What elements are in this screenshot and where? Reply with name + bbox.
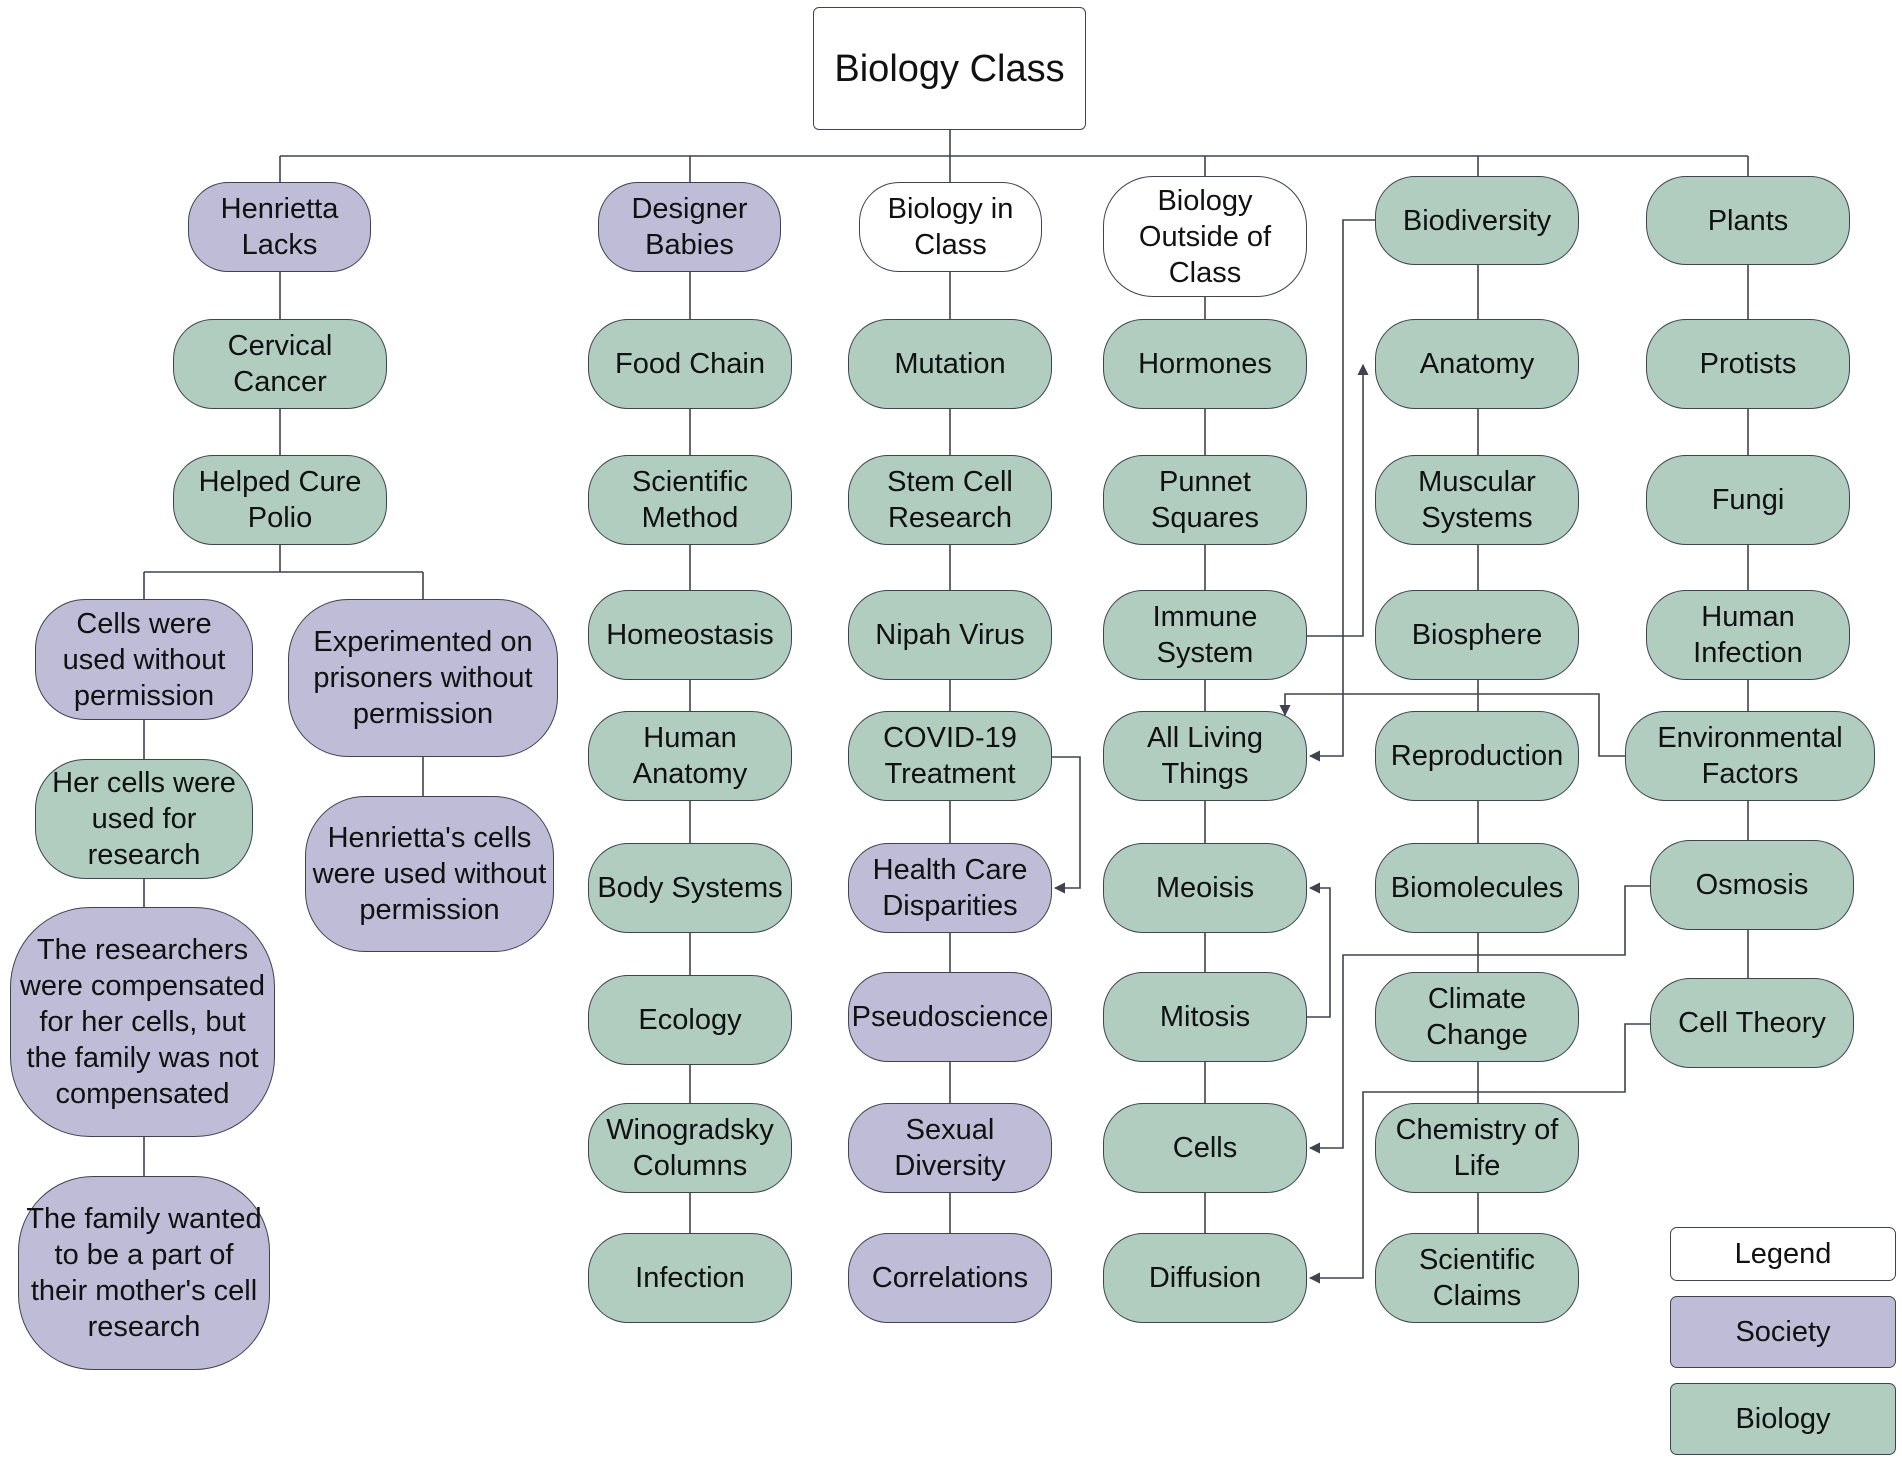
legend-biology: Biology: [1670, 1383, 1896, 1455]
node-scientific-method: Scientific Method: [588, 455, 792, 545]
biodiversity-to-living-arrow: [1308, 219, 1375, 762]
node-sexual-diversity: Sexual Diversity: [848, 1103, 1052, 1193]
node-covid-treatment: COVID-19 Treatment: [848, 711, 1052, 801]
node-experimented-on-prisoners: Experimented on prisoners without permis…: [288, 599, 558, 757]
node-ecology: Ecology: [588, 975, 792, 1065]
osmosis-to-cells-arrow: [1308, 885, 1650, 1154]
covid-to-healthcare-arrow: [1052, 756, 1081, 894]
node-scientific-claims: Scientific Claims: [1375, 1233, 1579, 1323]
node-cervical-cancer: Cervical Cancer: [173, 319, 387, 409]
node-chemistry-of-life: Chemistry of Life: [1375, 1103, 1579, 1193]
node-researchers-compensated: The researchers were compensated for her…: [10, 907, 275, 1137]
node-reproduction: Reproduction: [1375, 711, 1579, 801]
node-mitosis: Mitosis: [1103, 972, 1307, 1062]
node-human-anatomy: Human Anatomy: [588, 711, 792, 801]
node-biology-in-class: Biology in Class: [859, 182, 1042, 272]
node-all-living-things: All Living Things: [1103, 711, 1307, 801]
node-stem-cell-research: Stem Cell Research: [848, 455, 1052, 545]
celltheory-to-diffusion-arrow: [1308, 1023, 1650, 1284]
immune-to-anatomy-arrow: [1307, 363, 1369, 637]
node-biomolecules: Biomolecules: [1375, 843, 1579, 933]
node-correlations: Correlations: [848, 1233, 1052, 1323]
node-pseudoscience: Pseudoscience: [848, 972, 1052, 1062]
node-cells: Cells: [1103, 1103, 1307, 1193]
node-plants: Plants: [1646, 176, 1850, 265]
node-henriettas-cells: Henrietta's cells were used without perm…: [305, 796, 554, 952]
node-osmosis: Osmosis: [1650, 840, 1854, 930]
mitosis-to-meoisis-arrow: [1307, 882, 1331, 1018]
node-biodiversity: Biodiversity: [1375, 176, 1579, 265]
node-her-cells-research: Her cells were used for research: [35, 759, 253, 879]
node-meoisis: Meoisis: [1103, 843, 1307, 933]
node-helped-cure-polio: Helped Cure Polio: [173, 455, 387, 545]
node-hormones: Hormones: [1103, 319, 1307, 409]
node-designer-babies: Designer Babies: [598, 182, 781, 272]
node-human-infection: Human Infection: [1646, 590, 1850, 680]
node-fungi: Fungi: [1646, 455, 1850, 545]
node-infection: Infection: [588, 1233, 792, 1323]
node-diffusion: Diffusion: [1103, 1233, 1307, 1323]
node-health-care-disparities: Health Care Disparities: [848, 843, 1052, 933]
node-henrietta-lacks: Henrietta Lacks: [188, 182, 371, 272]
page-title: Biology Class: [813, 7, 1086, 130]
node-protists: Protists: [1646, 319, 1850, 409]
node-homeostasis: Homeostasis: [588, 590, 792, 680]
node-environmental-factors: Environmental Factors: [1625, 711, 1875, 801]
node-immune-system: Immune System: [1103, 590, 1307, 680]
node-biology-outside-class: Biology Outside of Class: [1103, 176, 1307, 297]
node-biosphere: Biosphere: [1375, 590, 1579, 680]
legend-society: Society: [1670, 1296, 1896, 1368]
henrietta-chain: [143, 272, 424, 1176]
node-mutation: Mutation: [848, 319, 1052, 409]
environmental-to-living-arrow: [1279, 693, 1625, 757]
node-nipah-virus: Nipah Virus: [848, 590, 1052, 680]
node-cell-theory: Cell Theory: [1650, 978, 1854, 1068]
title-bus-line: [279, 130, 1749, 182]
legend-title: Legend: [1670, 1227, 1896, 1281]
node-anatomy: Anatomy: [1375, 319, 1579, 409]
node-cells-used-without-permission: Cells were used without permission: [35, 599, 253, 720]
node-winogradsky-columns: Winogradsky Columns: [588, 1103, 792, 1193]
node-muscular-systems: Muscular Systems: [1375, 455, 1579, 545]
node-family-wanted: The family wanted to be a part of their …: [18, 1176, 270, 1370]
node-climate-change: Climate Change: [1375, 972, 1579, 1062]
node-body-systems: Body Systems: [588, 843, 792, 933]
node-punnet-squares: Punnet Squares: [1103, 455, 1307, 545]
node-food-chain: Food Chain: [588, 319, 792, 409]
